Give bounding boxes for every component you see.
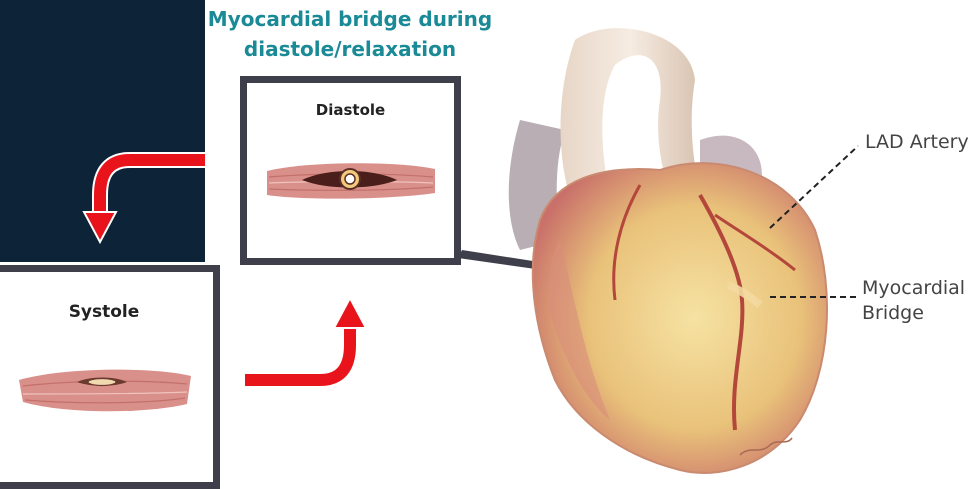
- aorta: [560, 28, 700, 196]
- systole-artery-icon: [87, 377, 117, 387]
- bridge-label-line-1: Myocardial: [862, 277, 966, 299]
- heart-shading: [548, 240, 610, 420]
- left-branch: [612, 184, 642, 301]
- red-arrow-up-head: [332, 295, 368, 329]
- diagonal-branch: [714, 213, 796, 272]
- diagram-title: Myocardial bridge during diastole/relaxa…: [200, 4, 500, 64]
- systole-panel: Systole: [0, 265, 220, 489]
- lad-artery-label: LAD Artery: [865, 131, 969, 153]
- title-line-2: diastole/relaxation: [243, 37, 457, 61]
- bridge-region: [726, 281, 763, 309]
- bridge-label-line-2: Bridge: [862, 302, 924, 324]
- red-arrow-down-head: [82, 211, 118, 245]
- diastole-muscle-illustration: [267, 163, 435, 199]
- diastole-label: Diastole: [315, 101, 386, 119]
- systole-muscle-illustration: [19, 369, 191, 412]
- signature-mark: [739, 437, 793, 456]
- title-line-1: Myocardial bridge during: [207, 7, 493, 31]
- diastole-panel: Diastole: [240, 76, 461, 265]
- lad-artery: [698, 194, 745, 431]
- myocardial-bridge-label: Myocardial Bridge: [862, 276, 965, 326]
- heart-drawing: [508, 28, 828, 474]
- lad-leader-line: [769, 145, 859, 229]
- systole-label: Systole: [68, 302, 140, 322]
